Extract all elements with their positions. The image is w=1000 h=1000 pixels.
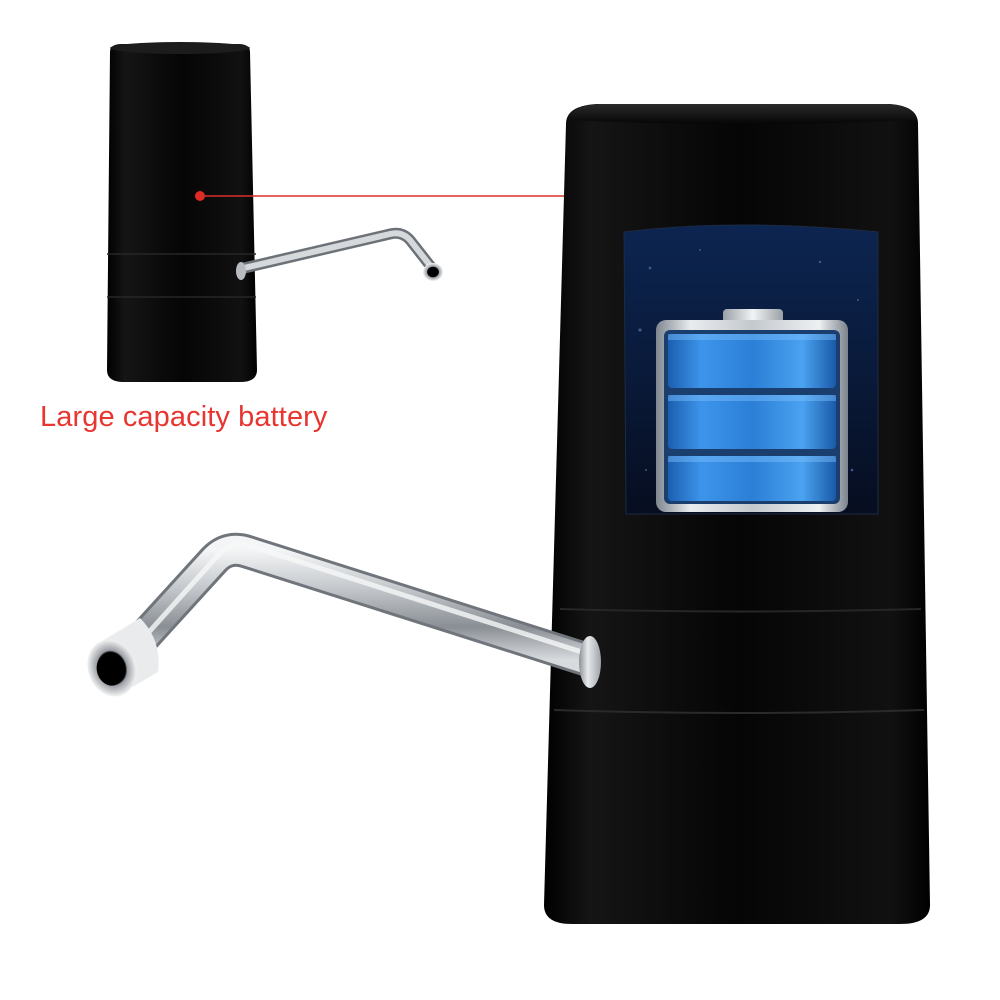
battery-icon	[656, 309, 848, 512]
small-pump-top	[110, 42, 250, 54]
large-nozzle	[87, 618, 159, 697]
large-pump-spout	[87, 532, 601, 697]
spout-collar	[579, 636, 601, 688]
small-pump-spout	[236, 227, 443, 281]
large-pump	[87, 104, 930, 924]
small-nozzle	[423, 263, 443, 281]
battery-cell	[668, 334, 836, 388]
large-pump-top	[568, 104, 917, 124]
battery-cell	[668, 456, 836, 501]
battery-window	[623, 224, 879, 515]
caption: Large capacity battery	[40, 401, 328, 433]
small-pump	[107, 42, 443, 382]
battery-cell	[668, 395, 836, 449]
large-pump-seam	[553, 709, 925, 714]
small-pump-body	[107, 44, 257, 382]
large-pump-seam	[559, 608, 922, 613]
